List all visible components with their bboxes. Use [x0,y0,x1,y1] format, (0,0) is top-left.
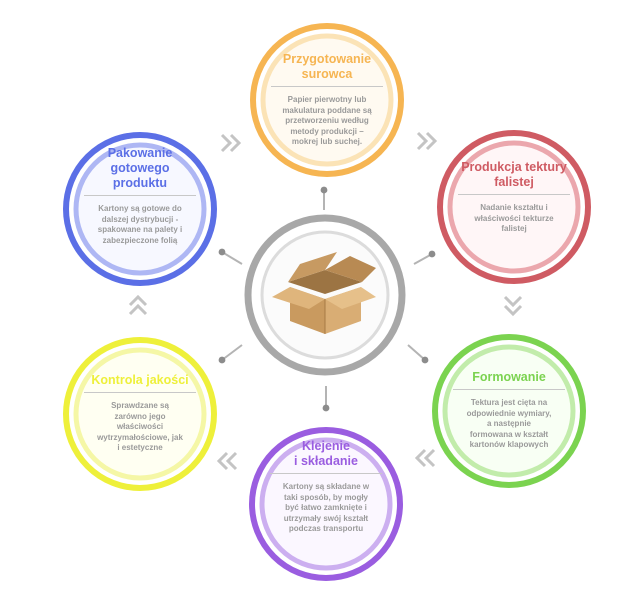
connector-dot [421,356,429,364]
step-description-line: metody produkcji – [290,126,364,136]
flow-arrows [128,131,523,471]
step-title-line: gotowego [110,161,170,175]
step-title-line: Kontrola jakości [91,373,189,387]
step-description-line: mokrej lub suchej. [291,137,363,146]
connector-dot [322,404,330,412]
step-description-line: przetworzeniu według [285,116,369,125]
step-description-line: utrzymały swój kształt [283,513,369,523]
step-description-line: odpowiednie wymiary, [466,408,552,418]
connectors [218,186,436,412]
step-description-line: właściwości [116,422,164,431]
arrow-left-icon [414,448,436,468]
step-description-line: a następnie [486,419,531,428]
step-description-line: być łatwo zamknięte i [285,503,367,512]
step-title-line: Formowanie [472,370,546,384]
step-ring [249,427,403,581]
center-hub [244,214,406,376]
connector-dot [218,248,226,256]
step-description-line: wytrzymałościowe, jak [97,432,183,442]
step-description-line: zarówno jego [114,411,166,421]
step-description-line: Papier pierwotny lub [287,95,367,104]
step-ring [63,337,217,491]
step-ring [250,23,404,177]
step-description-line: Kartony są składane w [282,482,370,491]
arrow-right-icon [220,133,242,153]
step-description-line: falistej [501,224,527,233]
connector-line [407,344,426,361]
connector-dot [320,186,328,194]
step-description-line: Nadanie kształtu i [480,203,548,212]
cardboard-box-icon [272,252,376,334]
step-description-line: podczas transportu [288,524,364,533]
connector-line [221,251,243,265]
arrow-up-icon [128,294,148,316]
connector-dot [218,356,226,364]
step-ring [432,334,586,488]
step-title-line: Klejenie [302,439,350,453]
step-description-line: Kartony są gotowe do [98,204,182,213]
step-description-line: właściwości tekturze [474,213,554,223]
step-description-line: zabezpieczone folią [102,235,178,245]
step-description-line: Tektura jest cięta na [470,398,548,407]
step-ring [63,132,217,286]
step-title-line: surowca [301,67,353,81]
arrow-right-icon [416,131,438,151]
step-description-line: kartonów klapowych [469,440,549,449]
step-description-line: dalszej dystrybucji - [101,214,179,224]
arrow-down-icon [503,295,523,317]
step-title-line: i składanie [294,454,358,468]
step-title-line: Przygotowanie [282,52,372,66]
step-description-line: taki sposób, by mogły [283,492,368,502]
step-title: Kontrola jakości [84,373,196,393]
step-description-line: makulatura poddane są [282,105,372,115]
step-description-line: Sprawdzane są [111,401,169,410]
step-rings [63,23,591,581]
step-title-line: falistej [494,175,534,189]
step-title-line: produktu [112,176,168,190]
step-title: Formowanie [453,370,565,390]
step-description-line: spakowane na palety i [97,225,183,234]
arrow-left-icon [216,451,238,471]
connector-line [413,253,433,265]
step-ring [437,130,591,284]
step-description-line: formowana w kształt [469,429,549,439]
connector-line [221,344,243,361]
step-title-line: Pakowanie [107,146,173,160]
step-description-line: i estetyczne [117,443,163,452]
connector-dot [428,250,436,258]
step-title-line: Produkcja tektury [461,160,567,174]
